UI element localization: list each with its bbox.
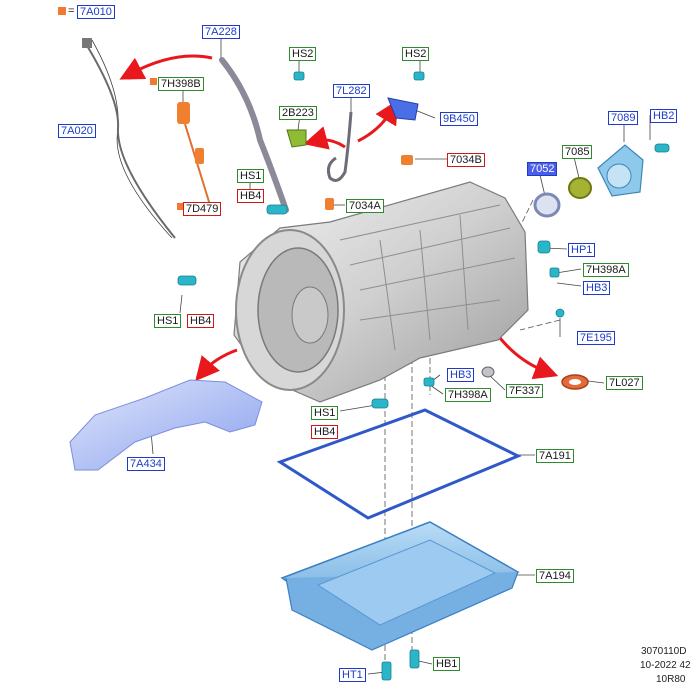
wire-harness-7l282: [327, 111, 353, 182]
part-label-7a194[interactable]: 7A194: [536, 569, 574, 583]
footer-id: 3070110D: [641, 646, 687, 657]
seal-7l027: [561, 374, 589, 390]
connector-7034a: [325, 198, 334, 210]
bracket-9b450: [387, 97, 419, 121]
part-label-7h398b[interactable]: 7H398B: [158, 77, 204, 91]
output-flange: [533, 144, 644, 218]
part-label-7034b[interactable]: 7034B: [447, 153, 485, 167]
fill-tube: [219, 57, 289, 213]
washer-7f337: [481, 366, 495, 378]
part-label-hb2[interactable]: HB2: [650, 109, 678, 123]
footer-model: 10R80: [656, 674, 686, 685]
orange-sensor-7h398b: [177, 102, 211, 206]
part-label-7l027[interactable]: 7L027: [606, 376, 643, 390]
part-label-7034a[interactable]: 7034A: [346, 199, 384, 213]
connector-7034b: [401, 155, 413, 165]
part-label-7052[interactable]: 7052: [527, 162, 558, 176]
teal-bolts: [177, 71, 670, 681]
red-arrows: [119, 54, 559, 382]
part-label-hb3-b[interactable]: HB3: [447, 368, 475, 382]
part-label-hb3-a[interactable]: HB3: [583, 281, 611, 295]
part-label-7h398a-a[interactable]: 7H398A: [583, 263, 629, 277]
part-label-7089[interactable]: 7089: [608, 111, 639, 125]
part-label-7d479[interactable]: 7D479: [183, 202, 222, 216]
part-label-7a434[interactable]: 7A434: [127, 457, 165, 471]
oil-pan: [280, 521, 520, 651]
part-label-7l282[interactable]: 7L282: [333, 84, 370, 98]
footer-date: 10-2022 42: [640, 660, 691, 671]
part-label-ht1[interactable]: HT1: [339, 668, 366, 682]
part-label-hb4-b[interactable]: HB4: [187, 314, 215, 328]
part-label-7085[interactable]: 7085: [562, 145, 593, 159]
part-label-hb4-c[interactable]: HB4: [311, 425, 339, 439]
orange-marker-7h398b: [150, 78, 157, 85]
part-label-7f337[interactable]: 7F337: [506, 384, 544, 398]
legend-code: 7A010: [77, 5, 115, 19]
pan-gasket: [276, 408, 522, 520]
leader-lines: [91, 38, 651, 675]
part-label-2b223[interactable]: 2B223: [279, 106, 317, 120]
part-label-7a191[interactable]: 7A191: [536, 449, 574, 463]
part-label-hs2-top[interactable]: HS2: [289, 47, 317, 61]
part-label-hp1[interactable]: HP1: [568, 243, 596, 257]
part-label-7h398a-b[interactable]: 7H398A: [445, 388, 491, 402]
part-label-hs1-a[interactable]: HS1: [237, 169, 265, 183]
part-label-7a020[interactable]: 7A020: [58, 124, 96, 138]
part-label-hs1-b[interactable]: HS1: [154, 314, 182, 328]
bracket-2b223: [286, 129, 307, 148]
part-label-9b450[interactable]: 9B450: [440, 112, 478, 126]
part-label-hb1[interactable]: HB1: [433, 657, 461, 671]
part-label-7e195[interactable]: 7E195: [577, 331, 615, 345]
legend-swatch: [58, 7, 66, 15]
part-label-7a228[interactable]: 7A228: [202, 25, 240, 39]
dipstick: [82, 38, 176, 239]
legend-equals: =: [68, 5, 75, 17]
transmission-case: [233, 181, 529, 403]
orange-marker-7d479: [177, 203, 184, 210]
part-label-hs1-c[interactable]: HS1: [311, 406, 339, 420]
part-label-hs2-right[interactable]: HS2: [402, 47, 430, 61]
heat-shield: [69, 379, 263, 471]
part-label-hb4-a[interactable]: HB4: [237, 189, 265, 203]
